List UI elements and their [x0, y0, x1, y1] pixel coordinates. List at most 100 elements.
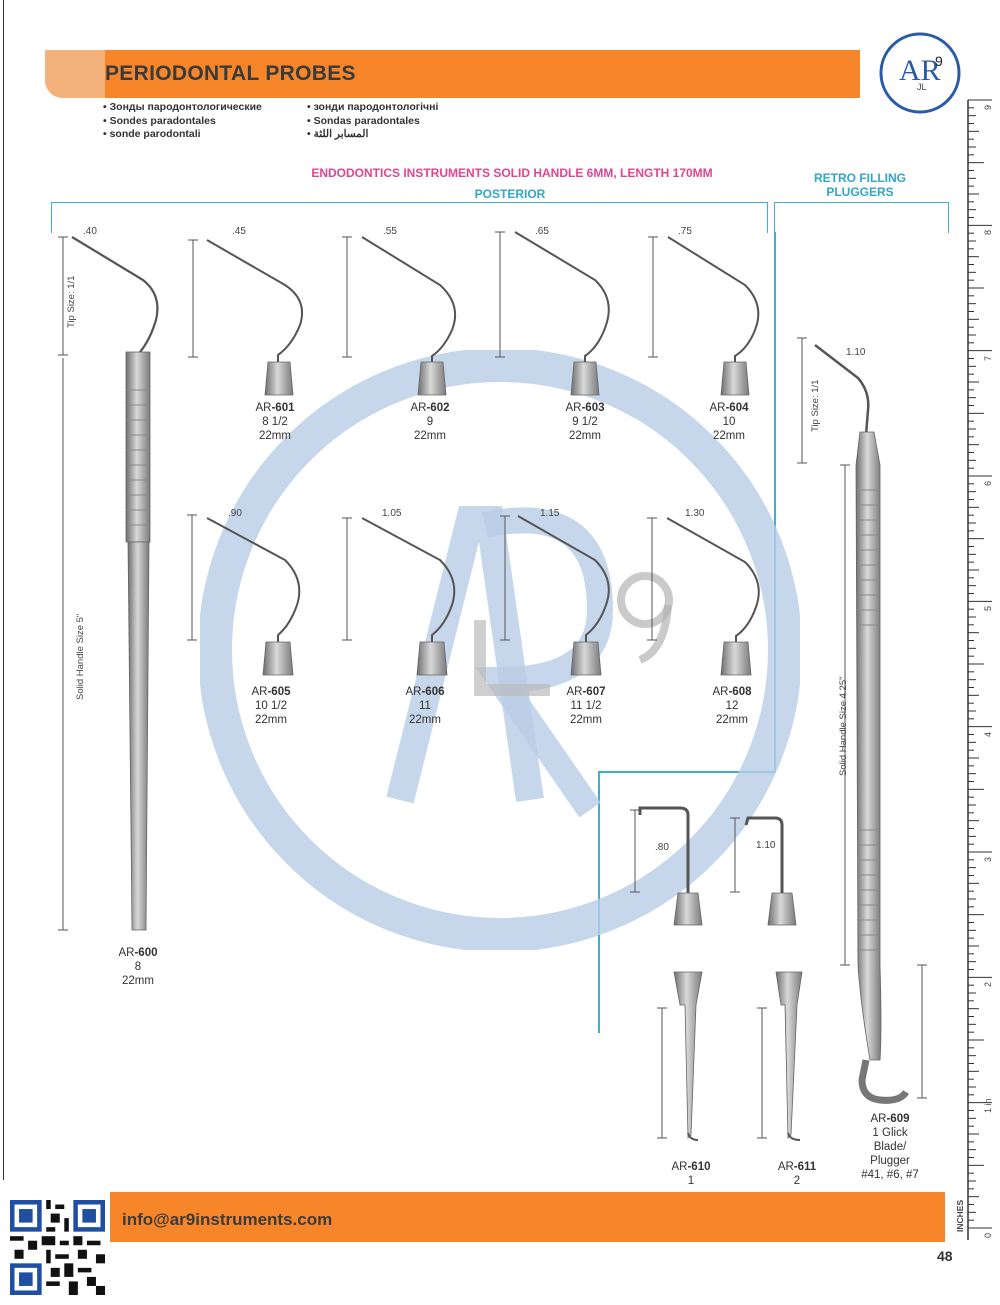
product-code: -605	[267, 686, 291, 698]
product-code: -609	[886, 1113, 910, 1125]
product-number: 8 1/2	[262, 416, 288, 428]
translation-item: зонди пародонтологічні	[307, 101, 439, 115]
size-label-600: .40	[83, 226, 97, 237]
probe-ar-605	[187, 514, 301, 676]
product-number: 10 1/2	[255, 700, 287, 712]
translations-column-1: Зонды пародонтологические Sondes paradon…	[103, 101, 262, 142]
header-band	[45, 50, 860, 98]
item-label-ar-603: AR-603 9 1/2 22mm	[540, 401, 630, 443]
size-label-603: .65	[535, 226, 549, 237]
caption-retro-line1: RETRO FILLING	[814, 171, 906, 185]
ruler-number: 4	[983, 731, 993, 737]
solid-handle-label-609: Solid Handle Size 4.25"	[838, 676, 849, 777]
logo-text-sup: 9	[935, 53, 943, 69]
item-label-ar-608: AR-608 12 22mm	[687, 685, 777, 727]
size-label-602: .55	[383, 226, 397, 237]
ruler-number: 5	[983, 606, 993, 612]
item-label-ar-607: AR-607 11 1/2 22mm	[541, 685, 631, 727]
probe-ar-608	[647, 517, 760, 676]
product-length: 22mm	[414, 430, 446, 442]
product-number: 9 1/2	[572, 416, 598, 428]
ruler-number: 3	[983, 856, 993, 862]
ruler-number: 2	[983, 982, 993, 988]
product-length: 22mm	[122, 975, 154, 987]
product-desc-line4: #41, #6, #7	[861, 1169, 919, 1181]
code-prefix: AR	[410, 402, 427, 414]
product-length: 22mm	[259, 430, 291, 442]
product-desc-line2: Blade/	[873, 1141, 907, 1153]
ruler-number: 9	[983, 104, 993, 110]
item-label-ar-600: AR-600 8 22mm	[93, 946, 183, 988]
size-label-608: 1.30	[685, 508, 705, 519]
probe-ar-604	[648, 236, 760, 396]
translation-item: Sondes paradontales	[103, 115, 262, 129]
item-label-ar-602: AR-602 9 22mm	[385, 401, 475, 443]
code-prefix: AR	[671, 1161, 688, 1173]
item-label-ar-610: AR-610 1	[646, 1160, 736, 1188]
retro-bracket	[774, 202, 949, 233]
translation-item: Зонды пародонтологические	[103, 101, 262, 115]
code-prefix: AR	[777, 1161, 794, 1173]
footer-band	[110, 1192, 945, 1242]
product-code: -601	[271, 402, 295, 414]
caption-main: ENDODONTICS INSTRUMENTS SOLID HANDLE 6MM…	[311, 166, 713, 180]
code-prefix: AR	[255, 402, 272, 414]
size-label-606: 1.05	[382, 508, 402, 519]
qr-code[interactable]	[10, 1200, 105, 1295]
product-code: -604	[725, 402, 749, 414]
product-code: -610	[687, 1161, 711, 1173]
size-label-607: 1.15	[540, 508, 560, 519]
product-number: 12	[725, 700, 739, 712]
size-label-610: .80	[655, 842, 669, 853]
product-code: -602	[426, 402, 450, 414]
product-desc-line3: Plugger	[870, 1155, 910, 1167]
size-label-609: 1.10	[846, 347, 866, 358]
plugger-tip-ar-610	[630, 806, 703, 1141]
translations-column-2: зонди пародонтологічні Sondas paradontal…	[307, 101, 439, 142]
ruler-number: 0	[983, 1232, 993, 1238]
item-label-ar-606: AR-606 11 22mm	[380, 685, 470, 727]
product-code: -607	[582, 686, 606, 698]
size-label-611: 1.10	[756, 840, 776, 851]
code-prefix: AR	[712, 686, 729, 698]
posterior-bracket	[51, 202, 768, 233]
ruler-unit-label: INCHES	[955, 1199, 965, 1232]
code-prefix: AR	[251, 686, 268, 698]
probe-ar-607	[500, 515, 610, 676]
contact-email[interactable]: info@ar9instruments.com	[122, 1210, 333, 1229]
product-code: -606	[421, 686, 445, 698]
product-number: 8	[134, 961, 142, 973]
item-label-ar-611: AR-611 2	[752, 1160, 842, 1188]
probe-ar-606	[342, 517, 456, 676]
page-title: PERIODONTAL PROBES	[105, 62, 356, 85]
ruler-number: 8	[983, 230, 993, 236]
ruler-number: 1 in	[983, 1098, 993, 1113]
solid-handle-label-600: Solid Handle Size 5"	[75, 613, 86, 700]
translation-item: sonde parodontali	[103, 128, 262, 142]
code-prefix: AR	[566, 686, 583, 698]
translation-item: المسابر اللثة	[307, 128, 438, 142]
product-length: 22mm	[409, 714, 441, 726]
size-label-605: .90	[228, 508, 242, 519]
product-number: 11	[419, 700, 431, 712]
product-number: 10	[722, 416, 736, 428]
code-prefix: AR	[870, 1113, 887, 1125]
product-code: -600	[134, 947, 158, 959]
product-number: 1	[687, 1175, 695, 1187]
product-number: 2	[793, 1175, 801, 1187]
translation-item: Sondas paradontales	[307, 115, 438, 129]
inch-ruler	[967, 99, 992, 1240]
logo-text-sub: JL	[917, 82, 927, 92]
item-label-ar-605: AR-605 10 1/2 22mm	[226, 685, 316, 727]
code-prefix: AR	[709, 402, 726, 414]
probe-ar-600	[58, 236, 159, 931]
page-left-rule	[3, 0, 4, 1180]
product-desc-line1: 1 Glick	[872, 1127, 908, 1139]
product-length: 22mm	[255, 714, 287, 726]
caption-retro: RETRO FILLING PLUGGERS	[790, 171, 930, 199]
tip-size-label-600: Tip Size: 1/1	[66, 275, 77, 328]
probe-ar-601	[188, 239, 304, 396]
size-label-604: .75	[678, 226, 692, 237]
product-code: -611	[793, 1161, 817, 1173]
tip-size-label-609: Tip Size: 1/1	[810, 379, 821, 432]
